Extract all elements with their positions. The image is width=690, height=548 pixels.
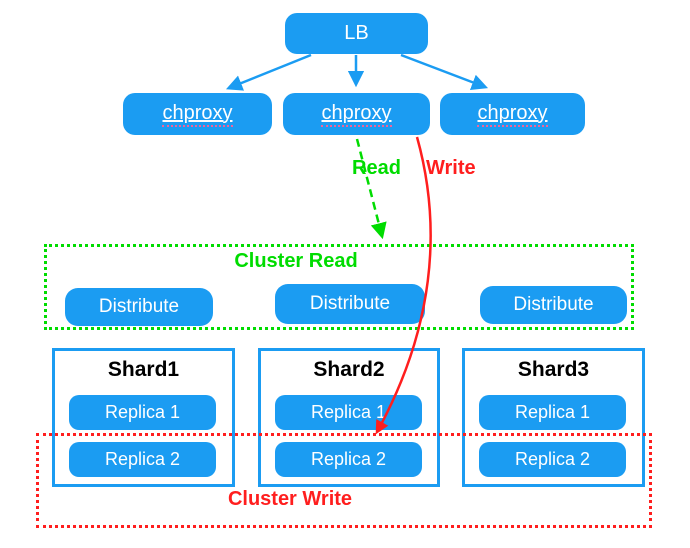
- distribute-label-2: Distribute: [309, 293, 391, 314]
- chproxy-node-3: chproxy: [440, 93, 585, 135]
- read-flow-arrow: [355, 138, 387, 240]
- lb-to-chproxy1-arrow: [225, 53, 312, 91]
- shard1-replica1-label: Replica 1: [104, 402, 181, 422]
- lb-node: LB: [285, 13, 428, 54]
- cluster-read-region: [44, 244, 634, 330]
- shard1-title: Shard1: [107, 358, 180, 381]
- shard2-replica2-label: Replica 2: [310, 449, 387, 469]
- chproxy-label-1: chproxy: [162, 102, 233, 127]
- distribute-node-3: Distribute: [480, 286, 627, 324]
- cluster-write-region: [36, 433, 652, 528]
- shard1-replica1-node: Replica 1: [69, 395, 216, 430]
- shard2-box: Shard2 Replica 1 Replica 2: [258, 348, 440, 487]
- shard1-box: Shard1 Replica 1 Replica 2: [52, 348, 235, 487]
- distribute-node-2: Distribute: [275, 284, 425, 324]
- read-flow-label: Read: [352, 157, 401, 179]
- shard2-replica1-node: Replica 1: [275, 395, 422, 430]
- cluster-write-title: Cluster Write: [227, 488, 353, 510]
- distribute-node-1: Distribute: [65, 288, 213, 326]
- shard3-box: Shard3 Replica 1 Replica 2: [462, 348, 645, 487]
- shard3-title: Shard3: [517, 358, 590, 381]
- write-flow-label: Write: [426, 157, 476, 179]
- shard1-replica2-label: Replica 2: [104, 449, 181, 469]
- shard3-replica2-node: Replica 2: [479, 442, 626, 477]
- distribute-label-3: Distribute: [513, 294, 594, 315]
- chproxy-node-2: chproxy: [283, 93, 430, 135]
- chproxy-node-1: chproxy: [123, 93, 272, 135]
- lb-label: LB: [344, 22, 369, 44]
- shard2-replica2-node: Replica 2: [275, 442, 422, 477]
- chproxy-label-3: chproxy: [477, 102, 548, 127]
- chproxy-label-2: chproxy: [321, 102, 392, 127]
- shard1-replica2-node: Replica 2: [69, 442, 216, 477]
- lb-to-chproxy3-arrow: [400, 53, 489, 90]
- shard3-replica1-node: Replica 1: [479, 395, 626, 430]
- shard3-replica1-label: Replica 1: [514, 402, 591, 422]
- shard2-title: Shard2: [313, 358, 385, 381]
- distribute-label-1: Distribute: [98, 296, 180, 317]
- cluster-read-title: Cluster Read: [234, 250, 358, 272]
- shard3-replica2-label: Replica 2: [514, 449, 591, 469]
- shard2-replica1-label: Replica 1: [310, 402, 387, 422]
